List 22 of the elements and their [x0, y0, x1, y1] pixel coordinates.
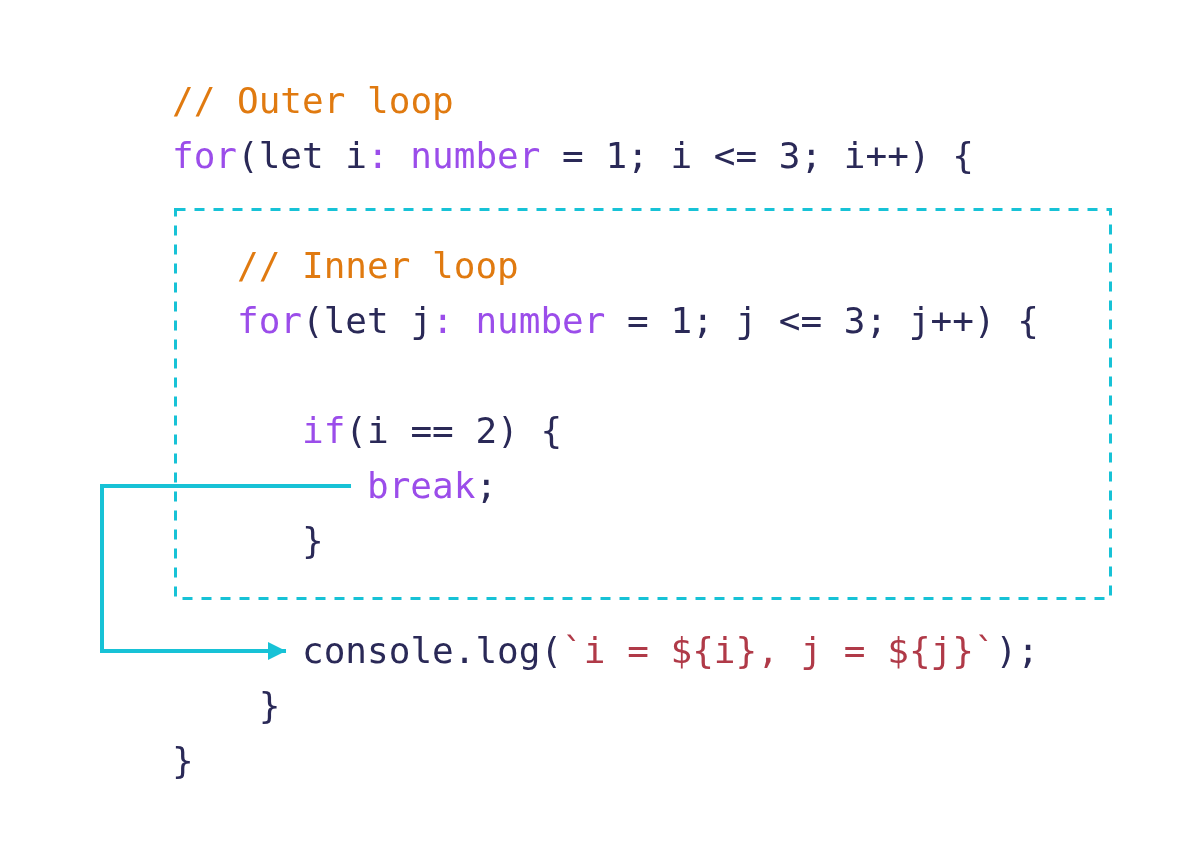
- arrow: [100, 484, 351, 660]
- code-text: (let i: [237, 134, 368, 178]
- code-text: }: [258, 684, 281, 728]
- code-text: = 1; j <= 3; j++) {: [627, 299, 1039, 343]
- code-text: = 1; i <= 3; i++) {: [562, 134, 974, 178]
- code-text: }: [172, 739, 194, 783]
- code-text: console.log(: [302, 629, 563, 673]
- code-text: ;: [475, 464, 498, 508]
- code-keyword: for: [237, 299, 303, 343]
- string-literal: `i = ${i}, j = ${j}`: [562, 629, 996, 673]
- code-text: (let j: [302, 299, 433, 343]
- code-comment: // Inner loop: [237, 244, 519, 288]
- dashed-frame: [174, 208, 1112, 600]
- code-keyword: if: [302, 409, 346, 453]
- code-keyword: : number: [432, 299, 606, 343]
- code-keyword: for: [172, 134, 238, 178]
- code-text: }: [302, 519, 324, 563]
- code-text: );: [995, 629, 1039, 673]
- code-keyword: : number: [367, 134, 541, 178]
- code-text: (i == 2) {: [345, 409, 563, 453]
- code-comment: // Outer loop: [172, 79, 454, 123]
- code-keyword: break: [367, 464, 476, 508]
